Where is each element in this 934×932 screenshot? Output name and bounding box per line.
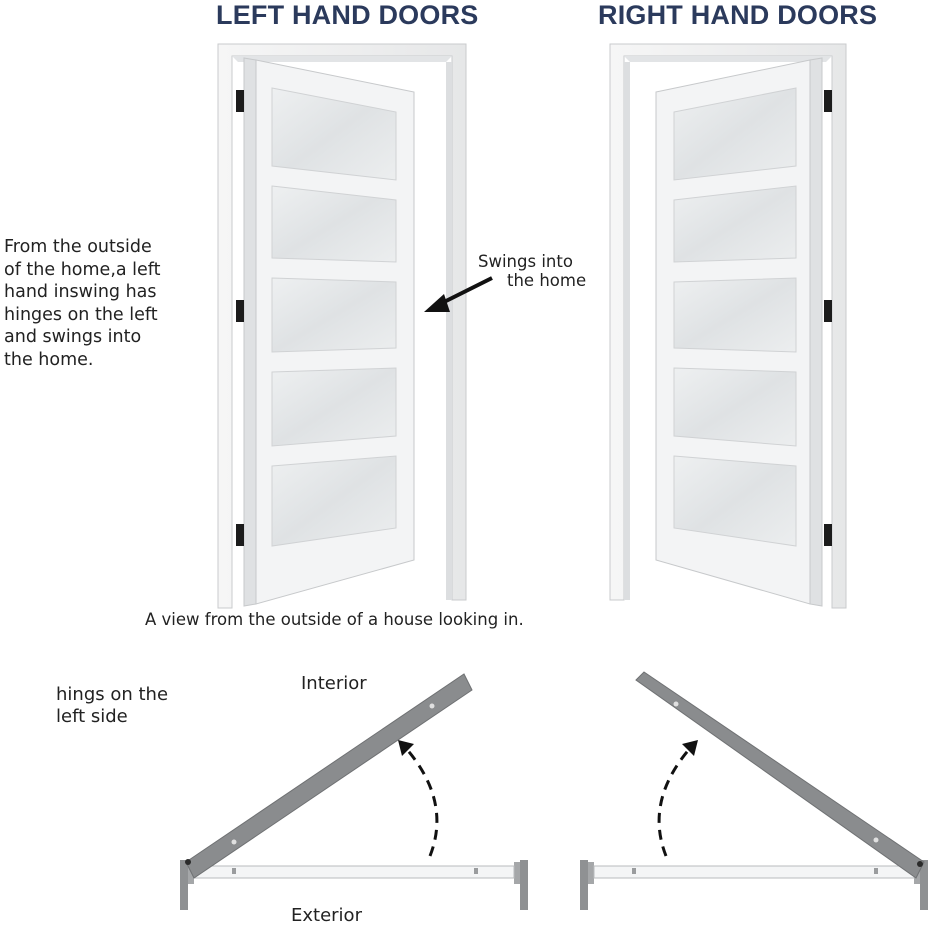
explanation-line: of the home,a left — [4, 259, 161, 280]
right-plan-open-door — [635, 671, 925, 879]
left-plan-swing-arrow — [398, 740, 439, 857]
left-plan-open-door — [185, 673, 473, 879]
right-plan-closed-door — [593, 865, 915, 879]
right-door-hinges — [824, 90, 832, 546]
explanation-line: hand inswing has — [4, 282, 157, 302]
left-door-frame — [217, 43, 467, 609]
explanation-line: From the outside — [4, 237, 152, 257]
right-plan-swing-arrow — [657, 740, 698, 857]
swing-arrow — [424, 276, 493, 312]
left-hand-doors-heading: LEFT HAND DOORS — [216, 0, 479, 30]
left-door-slab — [243, 57, 415, 607]
hinge-note-line1: hings on the — [56, 684, 169, 705]
right-door-slab — [655, 57, 823, 607]
explanation-line: and swings into — [4, 327, 142, 347]
swing-callout-line1: Swings into — [478, 252, 573, 271]
right-hand-doors-heading: RIGHT HAND DOORS — [598, 0, 878, 30]
right-plan-jamb-left — [580, 860, 594, 910]
hinge-note-line2: left side — [56, 706, 128, 727]
left-plan-jamb-right — [514, 860, 528, 910]
swing-callout-line2: the home — [507, 271, 587, 290]
left-plan-closed-door — [193, 865, 515, 879]
exterior-label: Exterior — [291, 905, 362, 926]
interior-label: Interior — [301, 673, 367, 694]
right-door-frame — [609, 43, 847, 609]
view-caption: A view from the outside of a house looki… — [145, 610, 524, 629]
explanation-line: hinges on the left — [4, 304, 158, 325]
left-door-hinges — [236, 90, 244, 546]
explanation-line: the home. — [4, 349, 94, 370]
left-hand-explanation: From the outside of the home,a left hand… — [4, 236, 161, 371]
